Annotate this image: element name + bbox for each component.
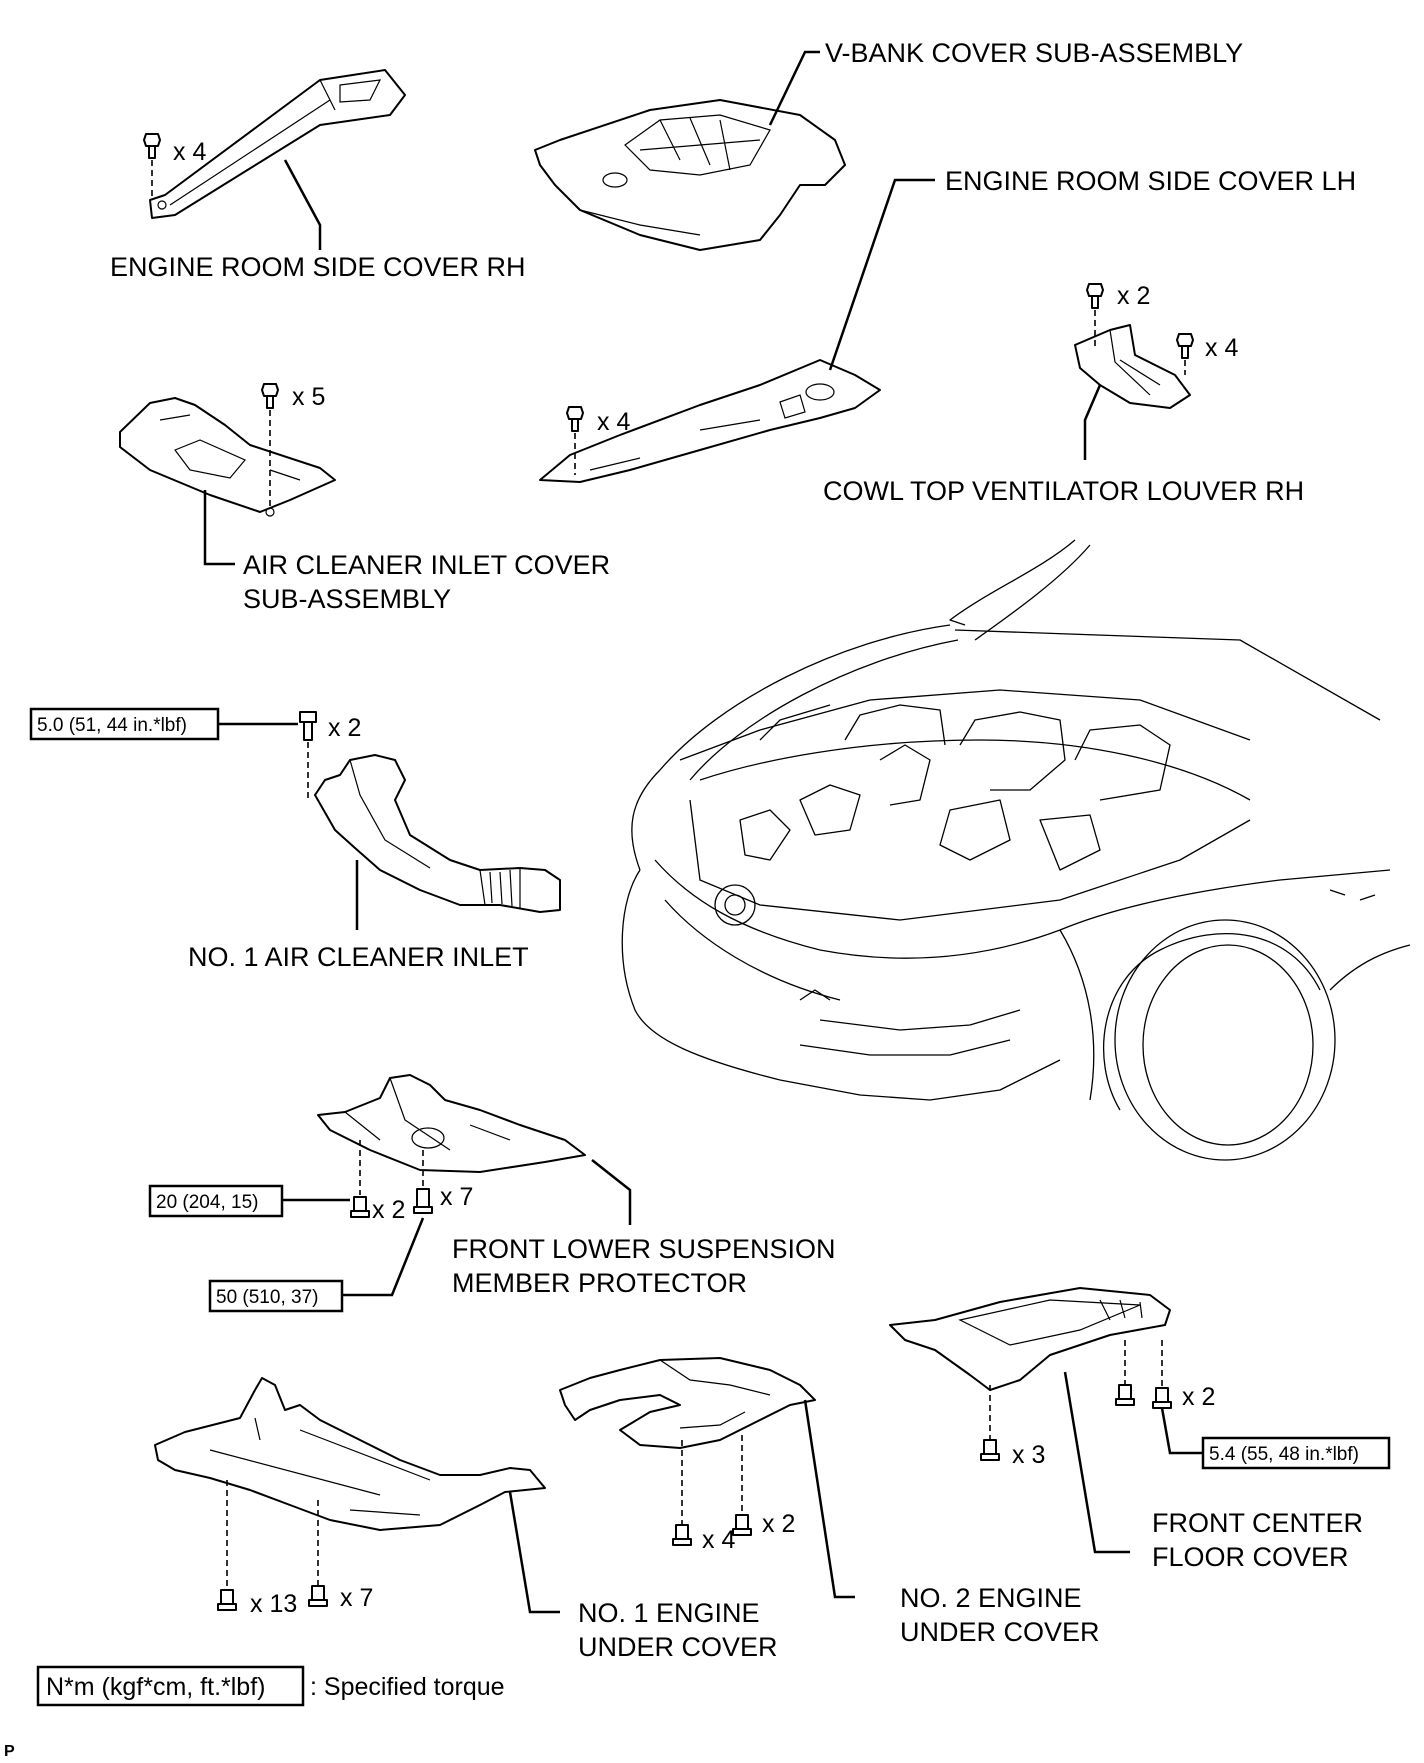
qty-air-inlet: x 2 <box>328 714 361 742</box>
torque-box-floor-cover <box>1201 1436 1391 1470</box>
legend-meaning: : Specified torque <box>310 1673 505 1701</box>
bolt-icons <box>143 133 1194 1611</box>
leader-lines <box>203 50 1203 1614</box>
label-side-cover-rh: ENGINE ROOM SIDE COVER RH <box>110 252 526 282</box>
qty-louver-side: x 4 <box>1205 334 1238 362</box>
bolt-icon <box>217 1589 237 1611</box>
label-vbank-cover: V-BANK COVER SUB-ASSEMBLY <box>825 38 1243 68</box>
label-floor-cover-line2: FLOOR COVER <box>1152 1542 1349 1572</box>
bolt-icon <box>1152 1387 1172 1409</box>
label-floor-cover-line1: FRONT CENTER <box>1152 1508 1363 1538</box>
bolt-icon <box>566 406 584 432</box>
bolt-icon <box>1115 1384 1135 1406</box>
torque-legend: N*m (kgf*cm, ft.*lbf) : Specified torque <box>36 1665 505 1707</box>
label-air-inlet-cover-line2: SUB-ASSEMBLY <box>243 584 451 614</box>
air-cleaner-inlet-cover-part <box>119 397 336 517</box>
engine-room-side-cover-rh-part <box>149 69 406 219</box>
qty-floor-b: x 3 <box>1012 1441 1045 1469</box>
qty-inlet-cover: x 5 <box>292 383 325 411</box>
front-center-floor-cover-part <box>889 1287 1171 1391</box>
label-under-cover-1-line2: UNDER COVER <box>578 1632 778 1662</box>
qty-uc2-b: x 2 <box>762 1510 795 1538</box>
part-labels: V-BANK COVER SUB-ASSEMBLY ENGINE ROOM SI… <box>110 38 1363 1662</box>
qty-protector-a: x 2 <box>372 1196 405 1224</box>
bolt-icon <box>143 133 161 159</box>
qty-louver-top: x 2 <box>1117 282 1150 310</box>
quantity-labels: x 4 x 2 x 4 x 5 x 4 x 2 x 2 x 7 x 2 x 3 … <box>173 138 1238 1618</box>
bolt-icon <box>1086 283 1104 309</box>
bolt-icon <box>732 1514 752 1536</box>
label-air-inlet-cover-line1: AIR CLEANER INLET COVER <box>243 550 610 580</box>
legend-units: N*m (kgf*cm, ft.*lbf) <box>46 1673 265 1701</box>
no1-air-cleaner-inlet-part <box>314 754 561 913</box>
bolt-icon <box>261 383 279 409</box>
installation-guide-lines <box>151 160 1186 1590</box>
qty-side-lh: x 4 <box>597 408 630 436</box>
bolt-icon <box>672 1524 692 1546</box>
label-under-cover-1-line1: NO. 1 ENGINE <box>578 1598 760 1628</box>
qty-protector-b: x 7 <box>440 1183 473 1211</box>
bolt-icon <box>980 1439 1000 1461</box>
label-under-cover-2-line2: UNDER COVER <box>900 1617 1100 1647</box>
torque-box-protector-a <box>148 1184 284 1218</box>
vehicle-front-illustration <box>621 539 1411 1161</box>
torque-air-inlet: 5.0 (51, 44 in.*lbf) <box>37 715 187 736</box>
bolt-icon <box>1176 333 1194 359</box>
torque-protector-b: 50 (510, 37) <box>216 1287 318 1308</box>
bolt-icon <box>308 1585 328 1607</box>
qty-side-rh: x 4 <box>173 138 206 166</box>
torque-protector-a: 20 (204, 15) <box>156 1192 258 1213</box>
torque-floor-cover: 5.4 (55, 48 in.*lbf) <box>1209 1444 1359 1465</box>
qty-uc1-a: x 13 <box>250 1590 297 1618</box>
qty-uc1-b: x 7 <box>340 1584 373 1612</box>
bolt-icon <box>413 1188 433 1214</box>
torque-specs: 5.0 (51, 44 in.*lbf) 20 (204, 15) 50 (51… <box>29 707 1391 1470</box>
torque-box-air-inlet <box>29 707 220 741</box>
v-bank-cover-part <box>534 99 846 251</box>
corner-mark: P <box>4 1743 15 1760</box>
label-under-cover-2-line1: NO. 2 ENGINE <box>900 1583 1082 1613</box>
label-air-cleaner-inlet: NO. 1 AIR CLEANER INLET <box>188 942 529 972</box>
cowl-top-ventilator-louver-rh-part <box>1074 324 1191 409</box>
torque-box-protector-b <box>208 1279 344 1313</box>
front-lower-suspension-member-protector-part <box>317 1074 586 1173</box>
label-side-cover-lh: ENGINE ROOM SIDE COVER LH <box>945 166 1356 196</box>
label-suspension-protector-line2: MEMBER PROTECTOR <box>452 1268 747 1298</box>
engine-room-side-cover-lh-part <box>539 359 881 483</box>
qty-floor-a: x 2 <box>1182 1383 1215 1411</box>
no2-engine-under-cover-part <box>559 1357 816 1449</box>
bolt-icon <box>350 1196 370 1218</box>
no1-engine-under-cover-part <box>154 1377 546 1531</box>
label-suspension-protector-line1: FRONT LOWER SUSPENSION <box>452 1234 836 1264</box>
bolt-icon <box>299 711 317 741</box>
label-cowl-louver-rh: COWL TOP VENTILATOR LOUVER RH <box>823 476 1304 506</box>
qty-uc2-a: x 4 <box>702 1526 735 1554</box>
legend-units-box <box>36 1665 305 1707</box>
